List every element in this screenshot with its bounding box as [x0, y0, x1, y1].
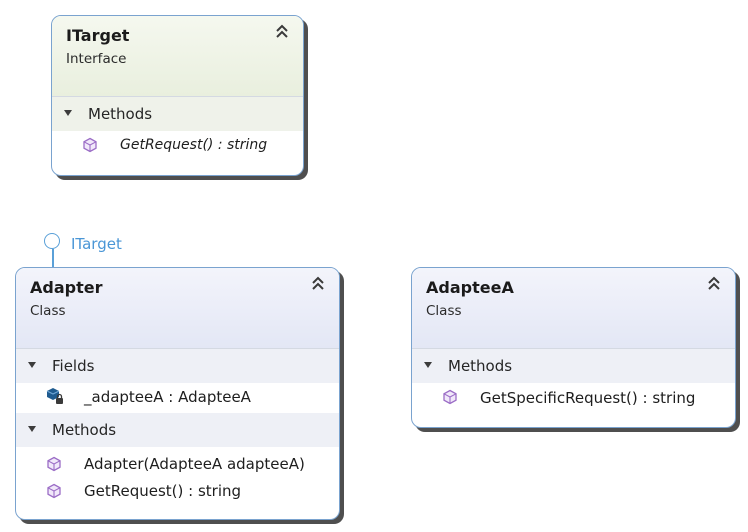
interface-lollipop-stem [52, 249, 54, 269]
itarget-subtitle: Interface [66, 51, 127, 67]
expand-triangle-icon[interactable] [28, 362, 36, 368]
itarget-header[interactable]: ITarget Interface [52, 16, 303, 97]
adapter-header[interactable]: Adapter Class [16, 268, 339, 349]
method-text: GetSpecificRequest() : string [480, 389, 696, 407]
field-text: _adapteeA : AdapteeA [84, 388, 251, 406]
collapse-chevron-icon[interactable] [707, 276, 721, 292]
method-member[interactable]: GetRequest() : string [52, 131, 303, 161]
adapteea-class-shape[interactable]: AdapteeA Class Methods GetSpecificReques… [411, 267, 736, 428]
method-text: GetRequest() : string [120, 137, 268, 153]
method-icon [47, 483, 61, 499]
method-member[interactable]: Adapter(AdapteeA adapteeA) [16, 451, 339, 478]
method-text: Adapter(AdapteeA adapteeA) [84, 455, 305, 473]
adapteea-header[interactable]: AdapteeA Class [412, 268, 735, 349]
section-label: Fields [52, 357, 95, 375]
adapter-methods-section[interactable]: Methods [16, 413, 339, 447]
method-text: GetRequest() : string [84, 482, 242, 500]
section-label: Methods [52, 421, 117, 439]
field-member[interactable]: _adapteeA : AdapteeA [16, 383, 339, 413]
collapse-chevron-icon[interactable] [311, 276, 325, 292]
itarget-methods-section[interactable]: Methods [52, 97, 303, 131]
collapse-chevron-icon[interactable] [275, 24, 289, 40]
adapter-title: Adapter [30, 278, 103, 297]
adapteea-methods-section[interactable]: Methods [412, 349, 735, 383]
interface-lollipop-label[interactable]: ITarget [71, 235, 122, 253]
section-label: Methods [448, 357, 513, 375]
adapter-subtitle: Class [30, 303, 66, 319]
method-icon [47, 456, 61, 472]
itarget-title: ITarget [66, 26, 130, 45]
private-field-icon [46, 388, 63, 404]
method-icon [83, 137, 97, 153]
interface-lollipop-circle-icon [44, 233, 60, 249]
expand-triangle-icon[interactable] [424, 362, 432, 368]
expand-triangle-icon[interactable] [64, 110, 72, 116]
adapter-class-shape[interactable]: Adapter Class Fields _adapteeA : Adaptee… [15, 267, 340, 520]
itarget-interface-shape[interactable]: ITarget Interface Methods GetRequest() :… [51, 15, 304, 176]
expand-triangle-icon[interactable] [28, 426, 36, 432]
method-member[interactable]: GetRequest() : string [16, 478, 339, 505]
adapteea-subtitle: Class [426, 303, 462, 319]
section-label: Methods [88, 105, 153, 123]
adapteea-title: AdapteeA [426, 278, 514, 297]
method-icon [443, 389, 457, 405]
adapter-fields-section[interactable]: Fields [16, 349, 339, 383]
method-member[interactable]: GetSpecificRequest() : string [412, 383, 735, 413]
